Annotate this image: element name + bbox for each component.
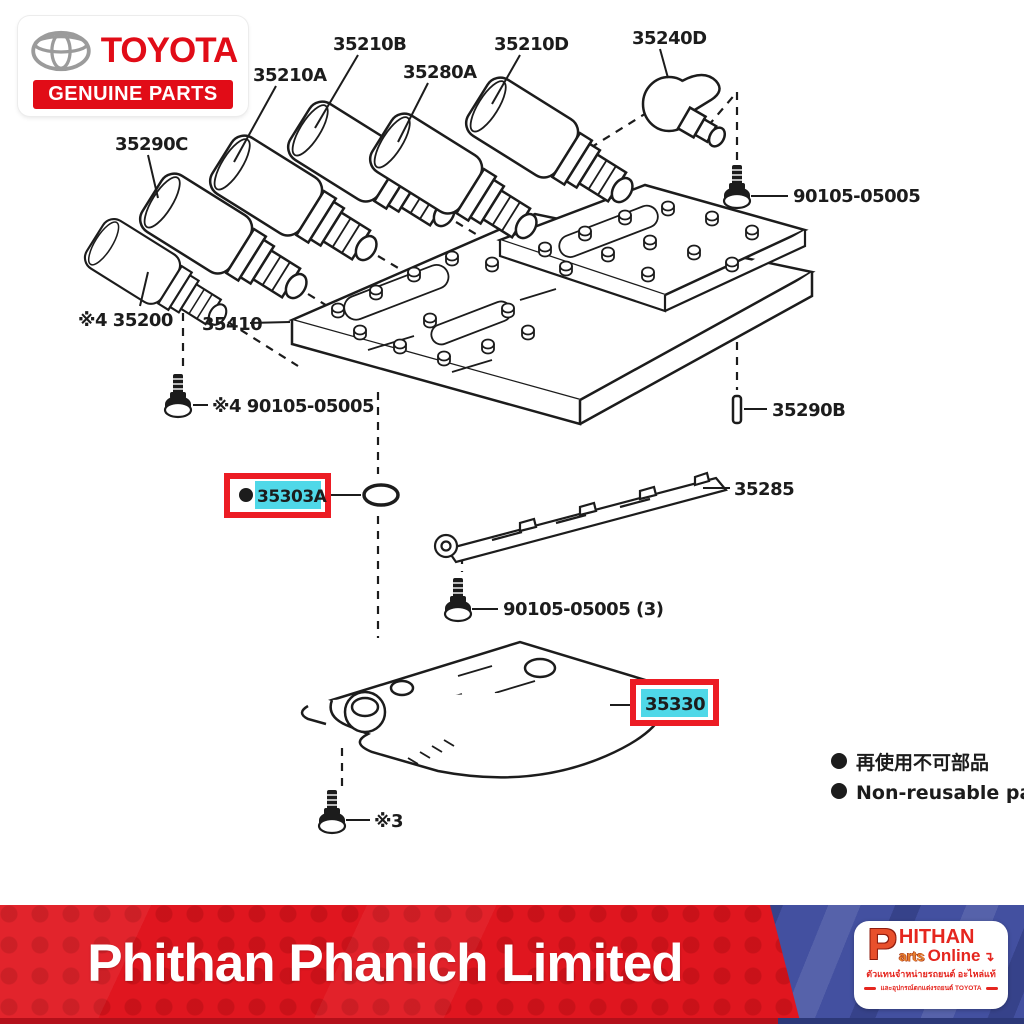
oring-35303A: [362, 483, 400, 507]
toyota-genuine-parts-badge: TOYOTA GENUINE PARTS: [18, 16, 248, 116]
label-35210B: 35210B: [333, 34, 406, 55]
valve-body-35410: [288, 183, 816, 426]
label-bolt-bottom: ※3: [374, 811, 403, 832]
logo-dash-right: [985, 986, 998, 990]
logo-online-text: Online: [927, 946, 981, 965]
leader-lines: [139, 48, 788, 821]
logo-letter-p: P: [867, 920, 897, 969]
label-35410: 35410: [202, 314, 262, 335]
label-35240D: 35240D: [632, 28, 707, 49]
label-35290B: 35290B: [772, 400, 845, 421]
bolt-top-right: [722, 163, 752, 210]
bolt-bottom: [317, 788, 347, 835]
retainer-plate-35285: [433, 471, 728, 564]
label-35303A: 35303A: [257, 487, 328, 507]
logo-thai-line1: ตัวแทนจำหน่ายรถยนต์ อะไหล่แท้: [866, 969, 996, 979]
logo-thai-line2: และอุปกรณ์ตกแต่งรถยนต์ TOYOTA: [880, 985, 982, 992]
toyota-emblem-icon: [30, 30, 91, 72]
toyota-wordmark: TOYOTA: [100, 31, 239, 70]
label-bolt-left: ※4 90105-05005: [212, 396, 374, 417]
legend-text-en: Non-reusable part: [856, 782, 1024, 804]
non-reusable-dot: [239, 488, 253, 502]
label-35285: 35285: [734, 479, 794, 500]
pin-35290B: [731, 394, 743, 425]
phithan-parts-online-logo: P HITHAN arts Online ↴ ตัวแทนจำหน่ายรถยน…: [854, 921, 1008, 1009]
solenoid-35240D: [641, 73, 727, 148]
label-35210D: 35210D: [494, 34, 569, 55]
label-35330: 35330: [645, 694, 705, 715]
bolt-left: [163, 372, 193, 419]
company-name: Phithan Phanich Limited: [87, 934, 683, 993]
legend-text-jp: 再使用不可部品: [856, 751, 989, 774]
legend-dot-en: [831, 783, 847, 799]
label-35280A: 35280A: [403, 62, 477, 83]
parts-diagram: 35290C 35210A 35210B 35280A 35210D 35240…: [78, 28, 1024, 835]
bolt-mid: [443, 576, 473, 623]
label-bolt-mid: 90105-05005 (3): [503, 599, 663, 620]
label-35200: ※4 35200: [78, 310, 173, 331]
logo-dash-left: [864, 986, 877, 990]
logo-swoosh-icon: ↴: [983, 949, 995, 964]
genuine-parts-bar: GENUINE PARTS: [33, 80, 233, 109]
logo-hithan-text: HITHAN: [898, 926, 975, 948]
label-35290C: 35290C: [115, 134, 188, 155]
highlighted-label-35330[interactable]: 35330: [630, 679, 719, 726]
legend: 再使用不可部品 Non-reusable part: [831, 751, 1024, 804]
footer-banner: Phithan Phanich Limited P HITHAN arts On…: [0, 905, 1024, 1024]
highlighted-label-35303A[interactable]: 35303A: [224, 473, 331, 518]
label-bolt-top-right: 90105-05005: [793, 186, 920, 207]
genuine-parts-text: GENUINE PARTS: [48, 83, 218, 105]
oil-strainer-35330: [300, 640, 670, 779]
banner-red-area: [0, 905, 801, 1024]
banner-bottom-strip: [0, 1018, 1024, 1024]
legend-dot-jp: [831, 753, 847, 769]
label-35210A: 35210A: [253, 65, 327, 86]
logo-arts-text: arts: [898, 948, 925, 964]
